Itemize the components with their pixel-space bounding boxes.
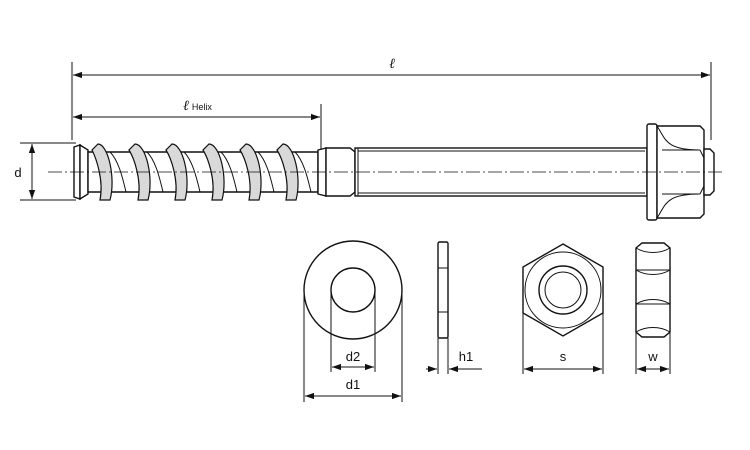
nut-across-flats-label: s [560,349,567,364]
washer-outer-diameter-label: d1 [346,377,360,392]
diameter-label: d [14,165,21,180]
total-length-label: ℓ [389,56,395,72]
total-length-dimension: ℓ [71,56,712,140]
washer-thickness-label: h1 [459,349,473,364]
washer-edge-view: h1 [426,241,482,374]
washer-front-view: d2 d1 [303,240,403,402]
nut-width-label: w [647,349,658,364]
nut-front-view: s [522,243,604,374]
diameter-dimension: d [14,142,76,201]
anchor-bolt-side-view [48,123,724,221]
washer-inner-diameter-label: d2 [346,349,360,364]
nut-side-view: w [635,242,671,374]
